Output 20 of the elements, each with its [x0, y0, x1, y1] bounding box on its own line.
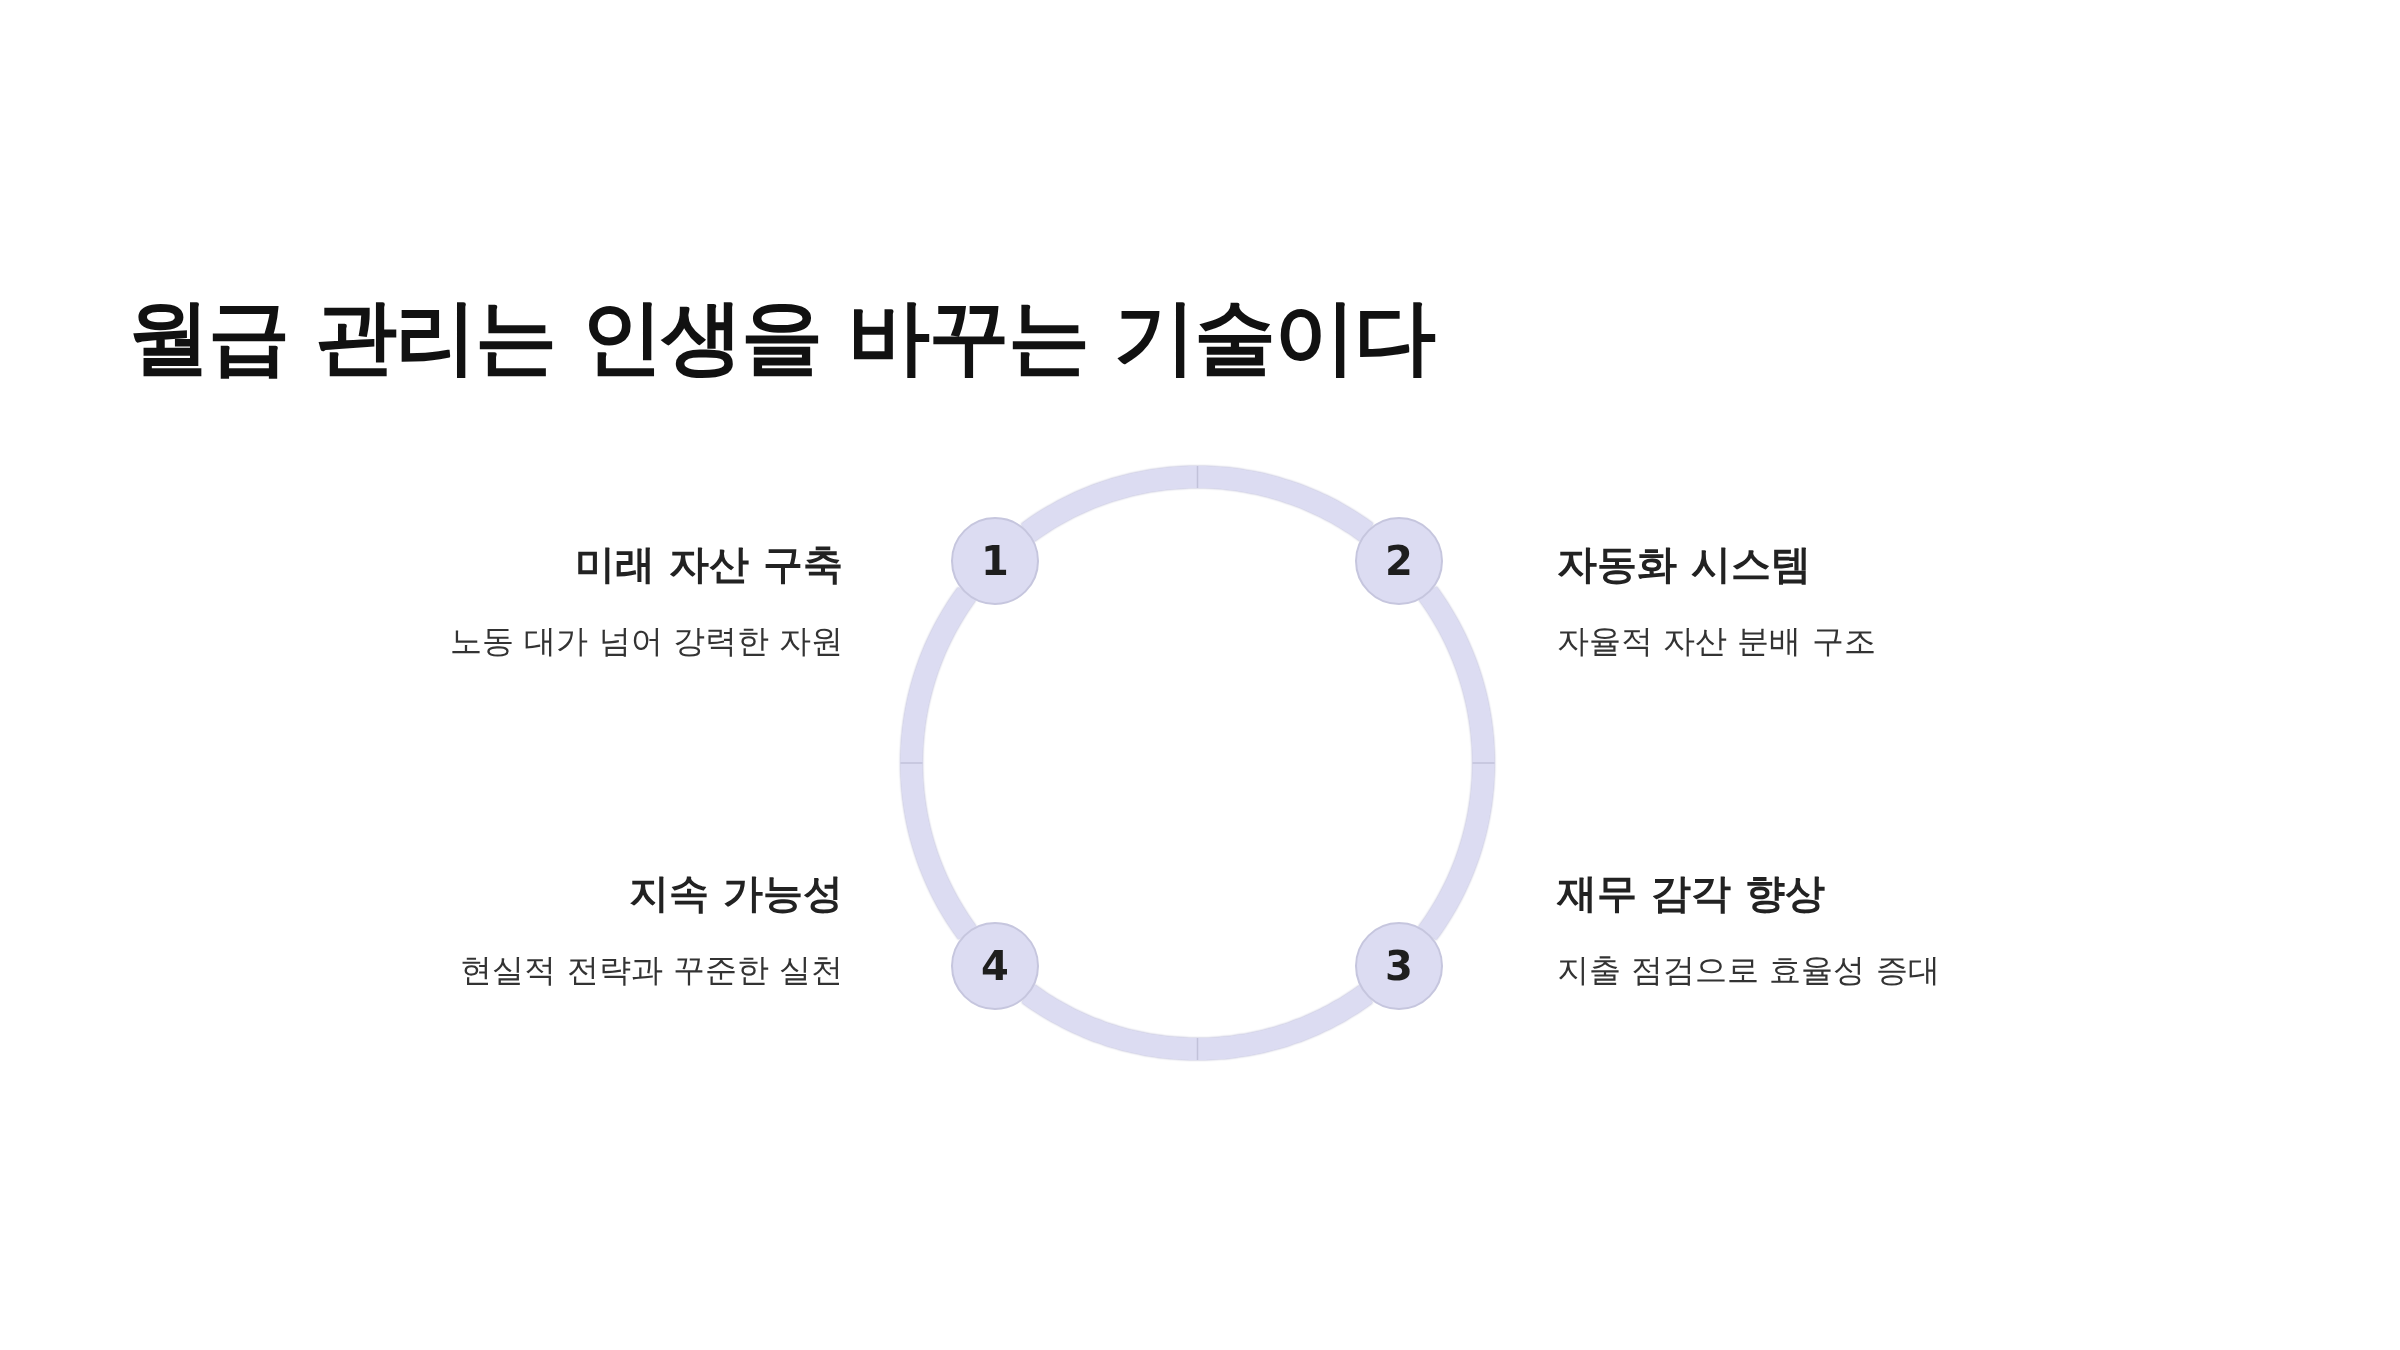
step-number: 1: [981, 541, 1009, 581]
step-title: 지속 가능성: [629, 869, 843, 917]
ring-segment: [1021, 466, 1374, 542]
ring-segment: [1021, 984, 1373, 1060]
step-description: 노동 대가 넘어 강력한 자원: [450, 622, 843, 661]
step-circle: [1355, 922, 1443, 1010]
ring-segment: [1418, 586, 1495, 940]
step-title: 재무 감각 향상: [1557, 869, 1825, 917]
step-description: 현실적 전략과 꾸준한 실천: [460, 951, 843, 990]
step-description: 지출 점검으로 효율성 증대: [1557, 951, 1940, 990]
step-title: 자동화 시스템: [1557, 540, 1811, 588]
step-circle: [1355, 517, 1443, 605]
step-number: 4: [981, 946, 1009, 986]
step-circle: [951, 922, 1039, 1010]
step-title: 미래 자산 구축: [575, 540, 843, 588]
ring-segment: [900, 587, 977, 940]
step-description: 자율적 자산 분배 구조: [1557, 622, 1876, 661]
step-number: 3: [1385, 946, 1413, 986]
step-number: 2: [1385, 541, 1413, 581]
title: 월급 관리는 인생을 바꾸는 기술이다: [128, 288, 1435, 386]
